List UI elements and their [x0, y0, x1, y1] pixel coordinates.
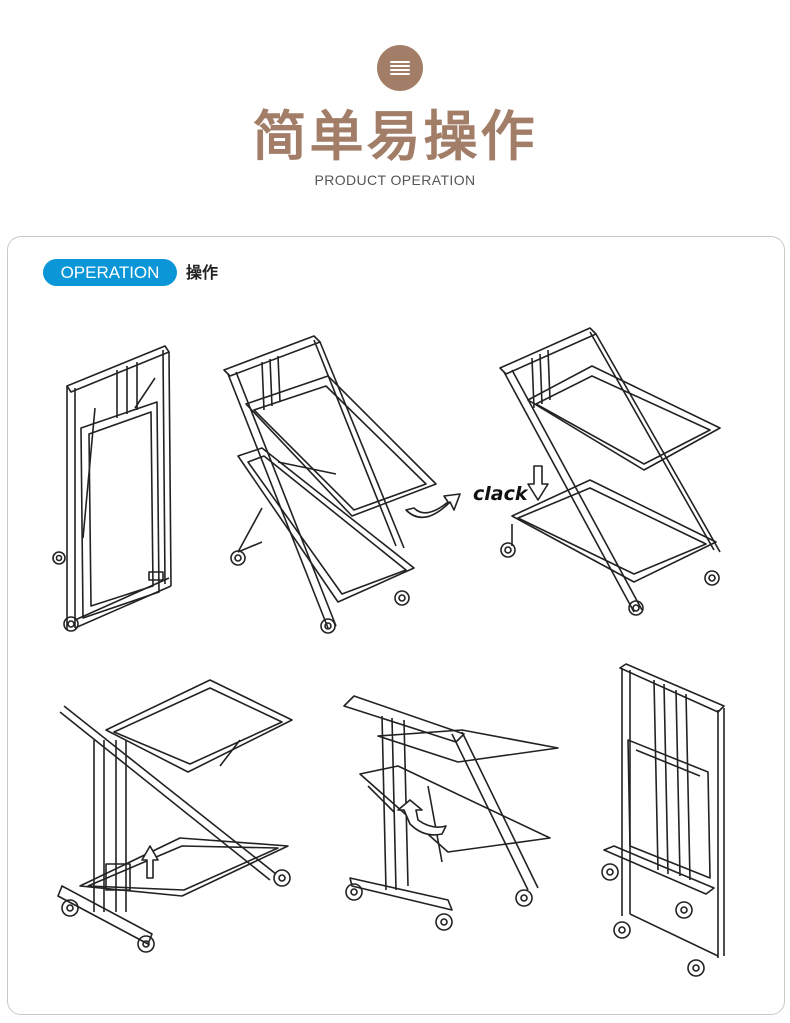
step-5-folding-cart-illustration — [343, 695, 559, 931]
clack-label: clack — [473, 483, 529, 505]
list-icon — [377, 45, 423, 91]
step-6-folded-upright-cart-illustration — [601, 663, 725, 977]
operation-badge: OPERATION — [43, 259, 177, 286]
page-title: 简单易操作 — [252, 105, 538, 168]
step-3-locked-cart-illustration: clack — [473, 327, 721, 616]
operation-label: 操作 — [186, 263, 219, 282]
page-subtitle: PRODUCT OPERATION — [314, 172, 476, 188]
step-2-unfolding-cart-illustration — [223, 335, 461, 634]
step-4-rear-view-cart-illustration — [57, 679, 293, 953]
step-1-folded-cart-illustration — [52, 345, 172, 632]
